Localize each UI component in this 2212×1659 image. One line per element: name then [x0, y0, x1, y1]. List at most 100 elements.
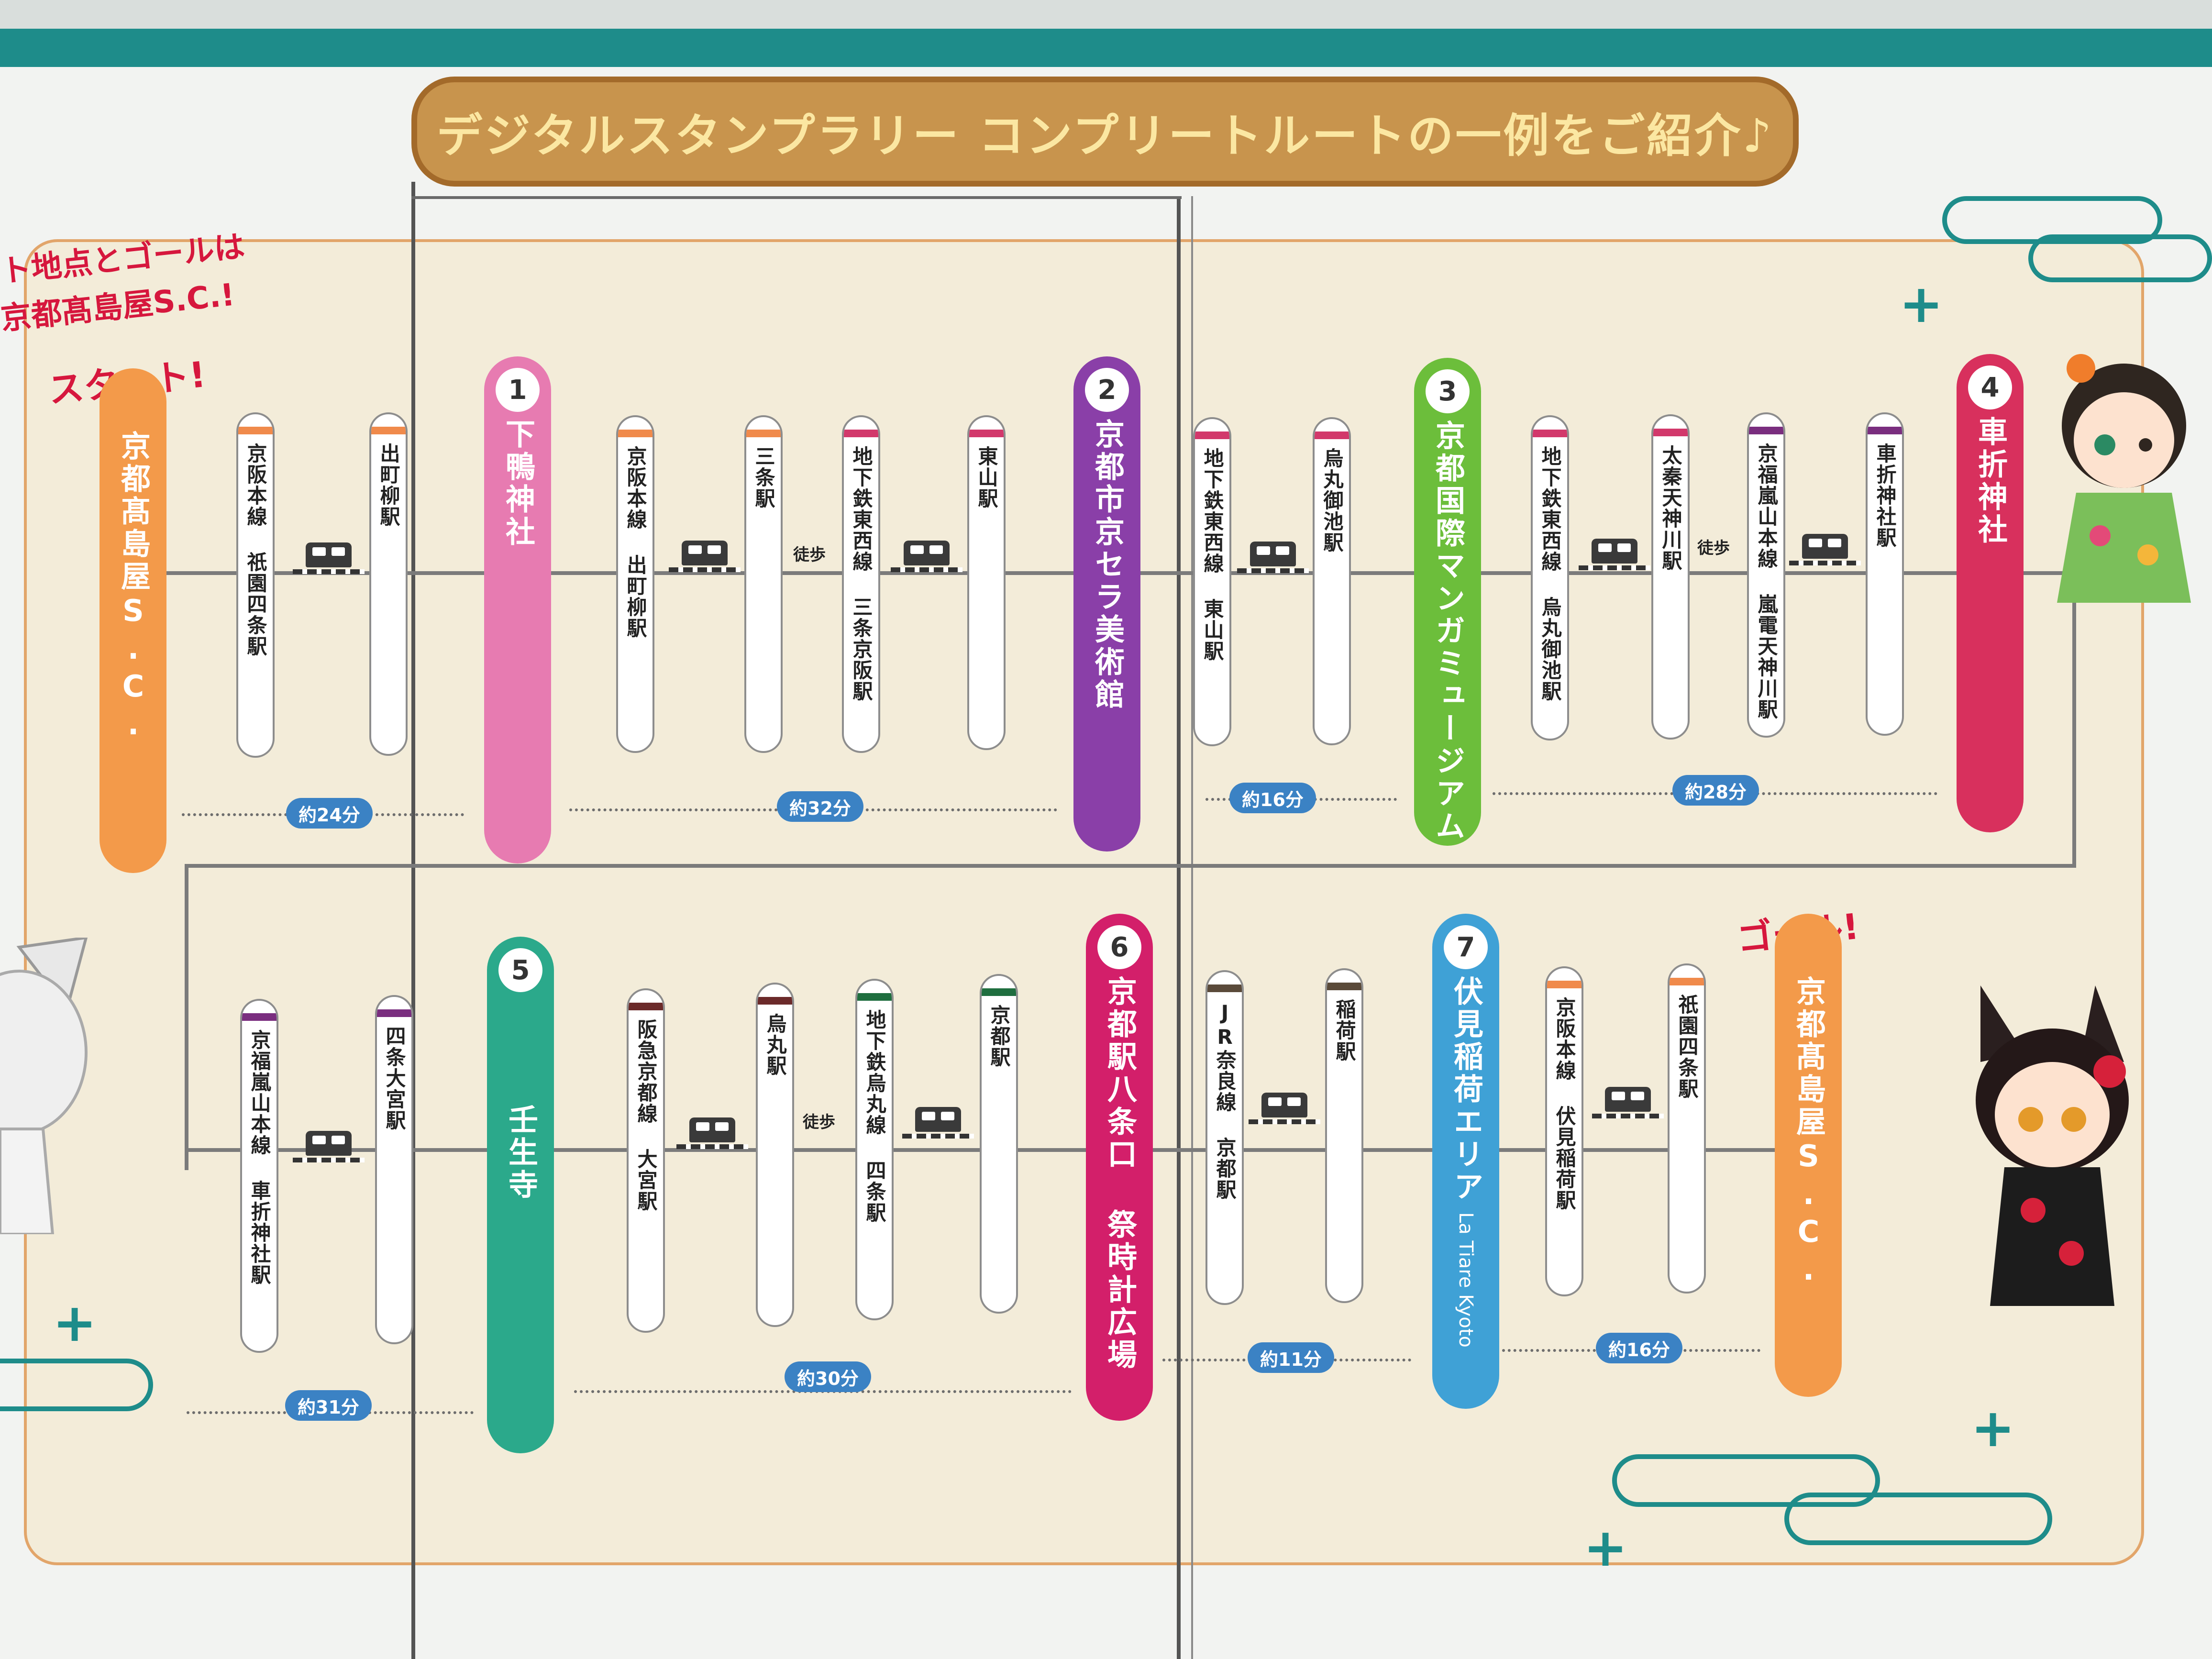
station-label: 阪急京都線 大宮駅: [634, 1019, 658, 1212]
ceiling-band: [0, 29, 2212, 67]
station-label: 烏丸御池駅: [1320, 448, 1344, 553]
spot-number: 4: [1968, 365, 2012, 409]
station-pill: 出町柳駅: [369, 412, 408, 756]
spot-name: 下鴨神社: [500, 419, 535, 549]
spot-name: 京都国際マンガミュージアム: [1430, 420, 1465, 843]
title-banner: デジタルスタンプラリー コンプリートルートの一例をご紹介♪: [411, 77, 1799, 187]
station-label: 烏丸駅: [763, 1013, 787, 1076]
ceiling: [0, 0, 2212, 29]
start-name: 京都髙島屋S.C.: [116, 431, 151, 744]
spot-name: 京都市京セラ美術館: [1090, 419, 1125, 711]
spot-number: 7: [1444, 925, 1488, 969]
train-icon: [293, 536, 365, 574]
spot-3-pill: 3 京都国際マンガミュージアム: [1414, 358, 1481, 846]
station-pill: 京阪本線 出町柳駅: [616, 415, 654, 753]
station-pill: 三条駅: [744, 415, 783, 753]
station-label: 車折神社駅: [1873, 443, 1897, 548]
spot-6-pill: 6 京都駅八条口 祭時計広場: [1086, 914, 1153, 1421]
cloud-decoration: [2028, 234, 2212, 282]
station-label: 地下鉄東西線 東山駅: [1201, 448, 1224, 662]
train-icon: [676, 1111, 748, 1149]
cloud-decoration: [1612, 1454, 1880, 1507]
travel-time-badge: 約30分: [785, 1361, 871, 1392]
spot-2-pill: 2 京都市京セラ美術館: [1073, 356, 1140, 852]
spot-5-pill: 5 壬生寺: [487, 937, 554, 1453]
station-pill: 烏丸御池駅: [1313, 417, 1351, 745]
route-line-turn: [185, 864, 2076, 868]
station-pill: JR奈良線 京都駅: [1206, 970, 1244, 1305]
travel-time-badge: 約28分: [1672, 775, 1759, 806]
train-icon: [1579, 532, 1650, 570]
travel-time-badge: 約32分: [777, 791, 863, 822]
station-pill: 京阪本線 伏見稲荷駅: [1545, 966, 1583, 1296]
spot-1-pill: 1 下鴨神社: [484, 356, 551, 863]
station-pill: 地下鉄東西線 三条京阪駅: [842, 415, 880, 753]
train-icon: [891, 534, 962, 572]
spot-number: 1: [496, 368, 540, 412]
spot-number: 3: [1426, 369, 1470, 413]
station-label: 地下鉄東西線 烏丸御池駅: [1538, 446, 1562, 702]
station-label: 祇園四条駅: [1675, 994, 1699, 1099]
station-pill: 東山駅: [967, 415, 1006, 750]
station-label: 地下鉄烏丸線 四条駅: [863, 1009, 886, 1223]
route-line-turn-left: [185, 864, 188, 1170]
station-label: 太秦天神川駅: [1659, 445, 1682, 571]
station-pill: 烏丸駅: [756, 983, 794, 1327]
travel-time-badge: 約11分: [1248, 1342, 1334, 1373]
train-icon: [669, 534, 741, 572]
spot-7-pill: 7 伏見稲荷エリア La Tiare Kyoto: [1432, 914, 1499, 1409]
station-label: 東山駅: [975, 446, 998, 509]
station-label: JR奈良線 京都駅: [1213, 1001, 1237, 1200]
cloud-decoration: [1784, 1493, 2052, 1545]
character-illustration: [0, 938, 88, 1234]
panel-seam: [411, 182, 415, 1659]
station-pill: 京福嵐山本線 嵐電天神川駅: [1747, 412, 1785, 738]
station-label: 京福嵐山本線 嵐電天神川駅: [1755, 443, 1778, 720]
travel-time-badge: 約31分: [285, 1390, 372, 1421]
plus-decoration: +: [1899, 273, 1944, 334]
goal-pill: 京都髙島屋S.C.: [1775, 914, 1842, 1397]
plus-decoration: +: [1583, 1517, 1628, 1578]
spot-4-pill: 4 車折神社: [1957, 354, 2024, 832]
walk-label: 徒歩: [803, 1113, 835, 1132]
panel-seam: [1191, 196, 1193, 1659]
station-pill: 地下鉄東西線 烏丸御池駅: [1531, 415, 1569, 741]
start-pill: 京都髙島屋S.C.: [100, 368, 166, 873]
panel-seam: [1177, 196, 1181, 1659]
character-illustration: [1976, 985, 2129, 1306]
station-pill: 京福嵐山本線 車折神社駅: [240, 999, 278, 1353]
station-label: 三条駅: [752, 446, 775, 509]
train-icon: [902, 1100, 974, 1139]
cloud-decoration: [0, 1359, 153, 1411]
walk-label: 徒歩: [1697, 539, 1730, 558]
route-line-turn-right: [2072, 571, 2076, 868]
spot-name: 車折神社: [1973, 416, 2008, 546]
plus-decoration: +: [53, 1292, 97, 1353]
travel-time-badge: 約24分: [286, 798, 373, 829]
station-pill: 京都駅: [980, 974, 1018, 1314]
train-icon: [1237, 535, 1309, 573]
plus-decoration: +: [1971, 1397, 2015, 1459]
station-label: 稲荷駅: [1333, 999, 1356, 1062]
station-pill: 稲荷駅: [1325, 968, 1363, 1303]
station-label: 出町柳駅: [377, 443, 400, 527]
station-label: 京阪本線 出町柳駅: [624, 446, 647, 639]
station-pill: 太秦天神川駅: [1651, 414, 1690, 740]
spot-number: 5: [498, 948, 542, 992]
travel-time-badge: 約16分: [1229, 783, 1316, 813]
spot-number: 6: [1097, 925, 1141, 969]
station-label: 京阪本線 伏見稲荷駅: [1553, 997, 1576, 1211]
spot-name: 伏見稲荷エリア: [1449, 976, 1483, 1204]
train-icon: [1789, 527, 1861, 565]
station-label: 京阪本線 祇園四条駅: [244, 443, 267, 657]
panel-seam: [411, 196, 1182, 199]
station-label: 地下鉄東西線 三条京阪駅: [850, 446, 873, 702]
station-pill: 阪急京都線 大宮駅: [627, 988, 665, 1333]
train-icon: [1249, 1086, 1320, 1124]
goal-name: 京都髙島屋S.C.: [1791, 976, 1826, 1290]
station-pill: 京阪本線 祇園四条駅: [236, 412, 275, 758]
walk-label: 徒歩: [793, 545, 826, 564]
station-pill: 四条大宮駅: [375, 995, 413, 1344]
station-pill: 祇園四条駅: [1668, 963, 1706, 1294]
train-icon: [1592, 1080, 1664, 1118]
